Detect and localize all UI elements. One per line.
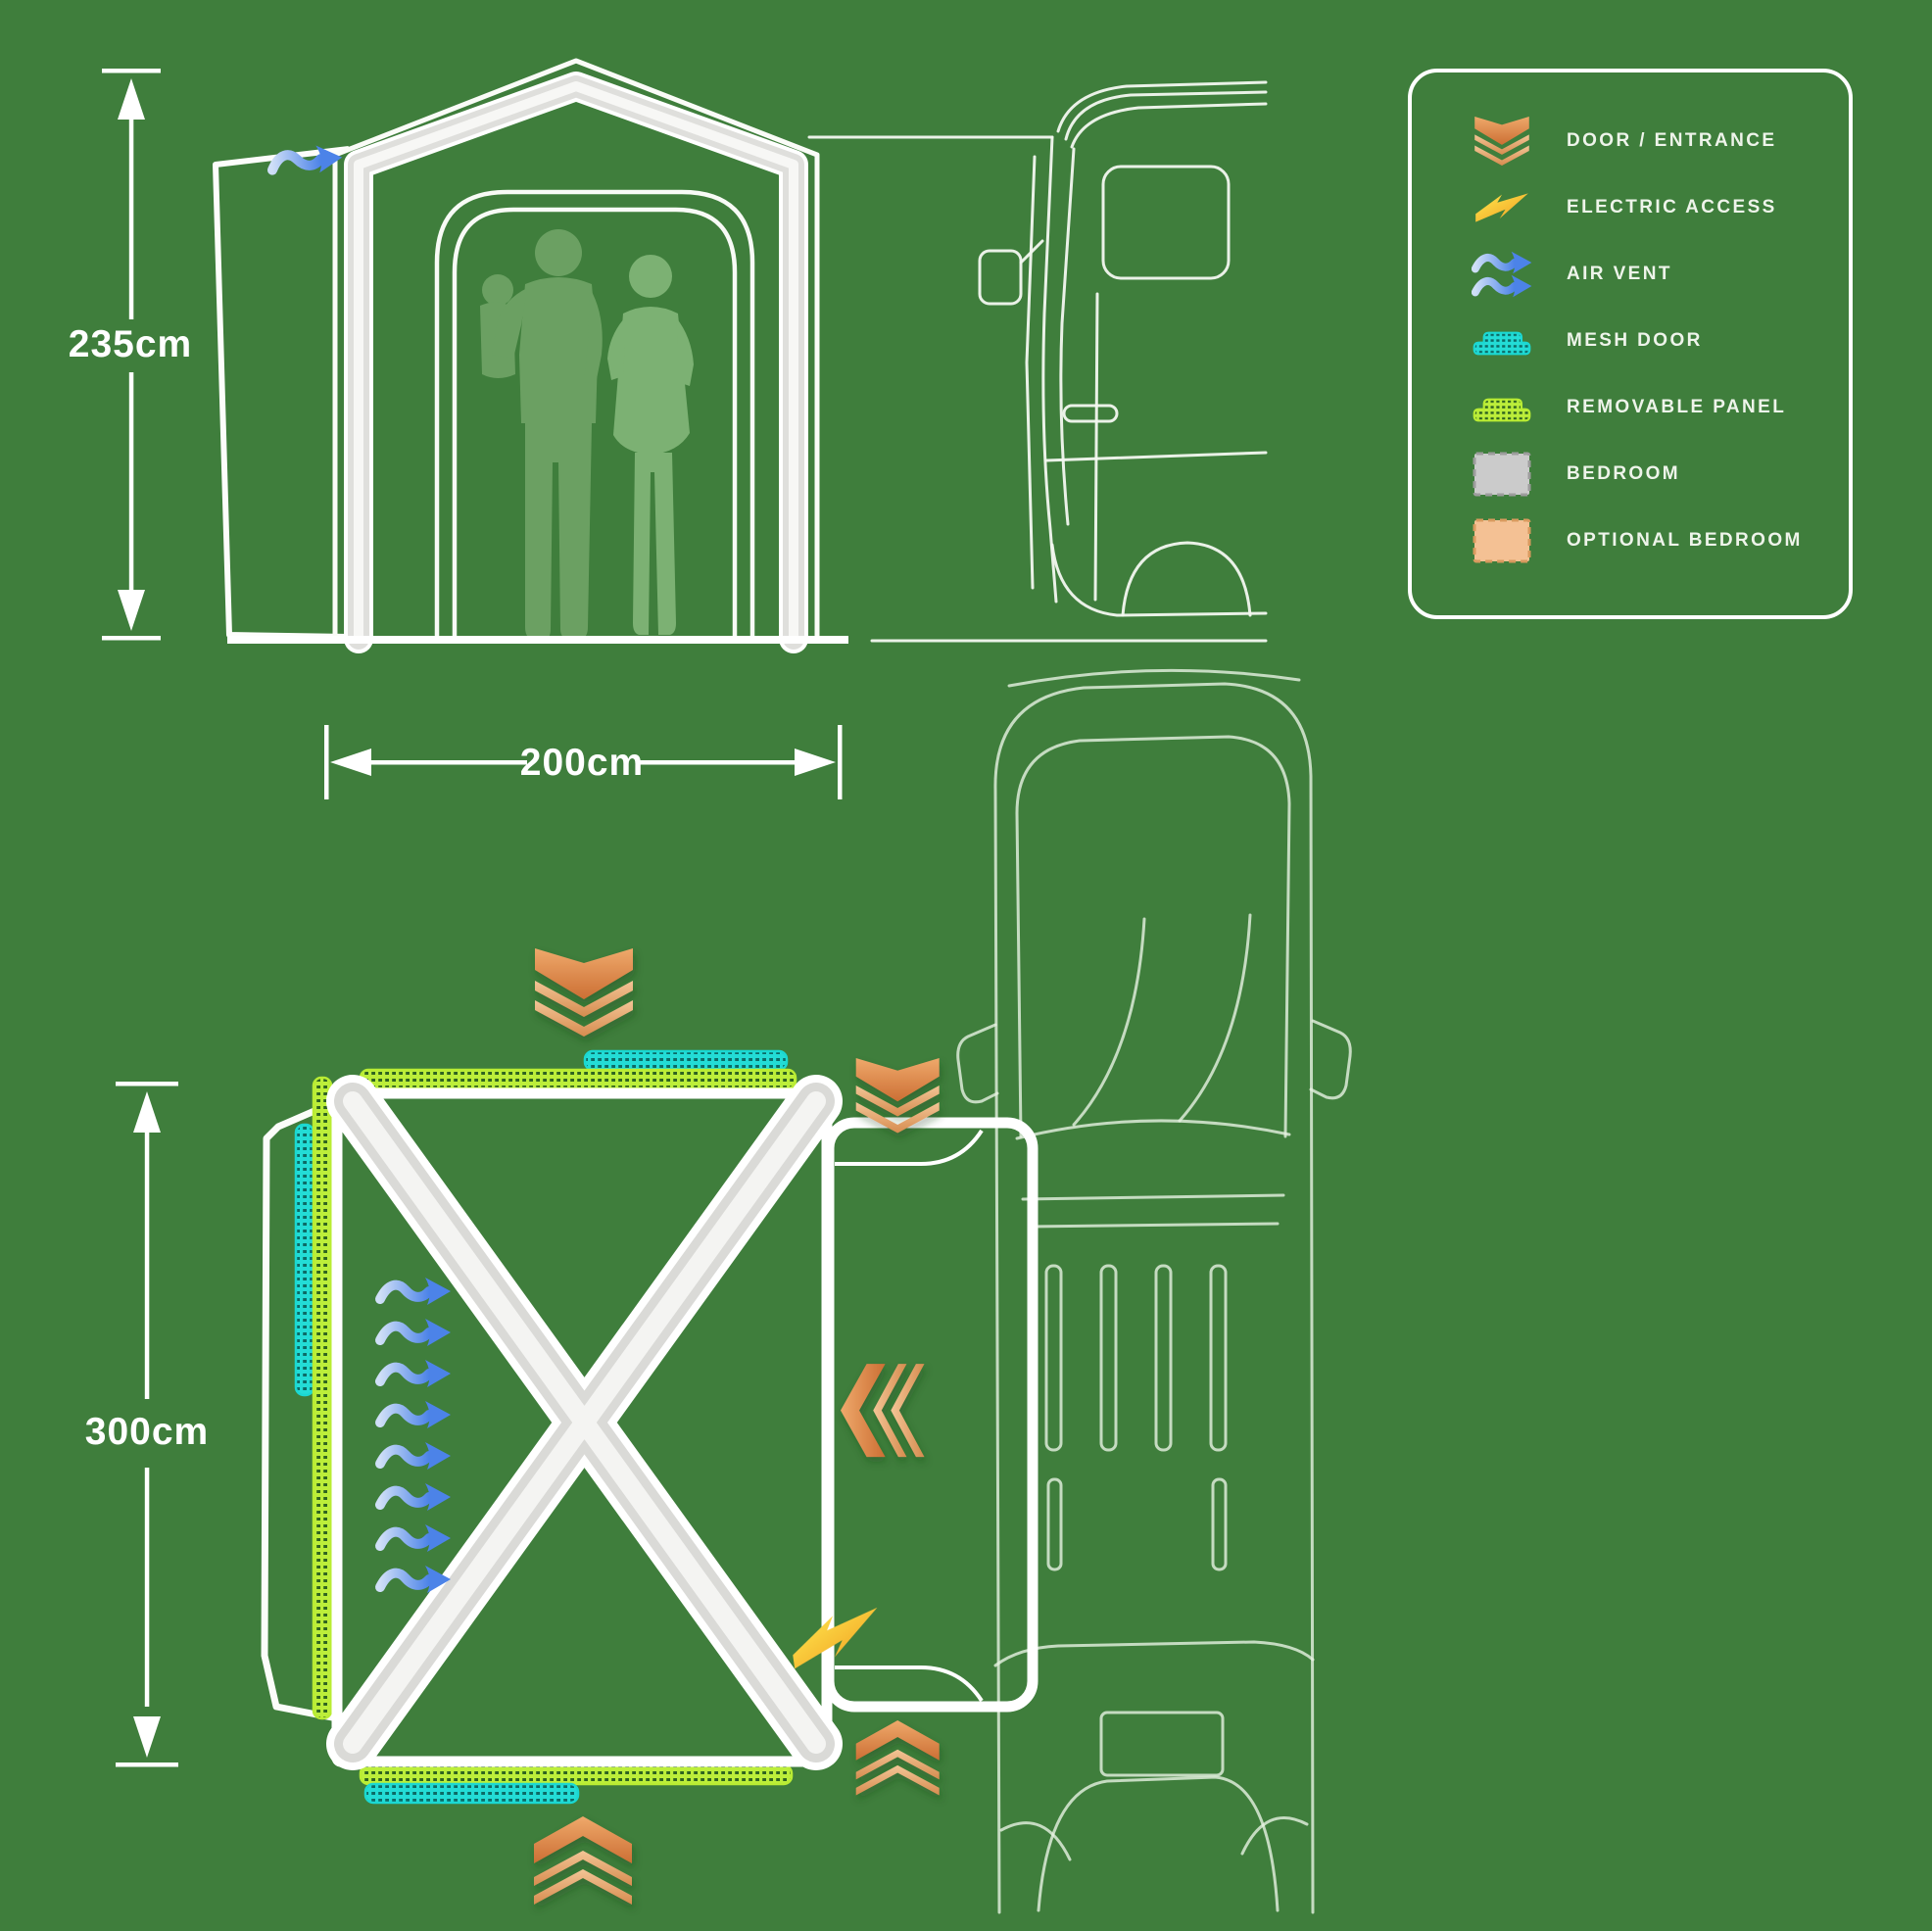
legend-panel: DOOR / ENTRANCE ELECTRIC ACCESS AIR VENT… [1408, 69, 1853, 619]
optional-bedroom-icon [1467, 517, 1537, 564]
elevation-frame-tube [344, 72, 808, 653]
elevation-view [102, 58, 1268, 799]
legend-label: REMOVABLE PANEL [1567, 397, 1787, 417]
depth-dimension-label: 300cm [84, 1411, 210, 1453]
removable-panel-strip-top [359, 1068, 797, 1090]
mesh-door-strip-left [294, 1123, 315, 1397]
legend-label: ELECTRIC ACCESS [1567, 197, 1777, 217]
legend-label: BEDROOM [1567, 463, 1681, 484]
door-entrance-chevron-rear [855, 1720, 940, 1796]
door-entrance-chevron-side [841, 1364, 925, 1458]
height-dimension [102, 69, 161, 641]
air-vent-icons [380, 1278, 451, 1593]
legend-row-air-vent: AIR VENT [1412, 241, 1849, 308]
plan-side-canopy [261, 1097, 339, 1722]
mesh-door-strip-top [583, 1049, 789, 1072]
crossed-poles [326, 1075, 843, 1770]
electric-access-icon [1467, 192, 1537, 223]
elevation-side-panel [213, 146, 350, 640]
mesh-door-icon [1467, 326, 1537, 356]
elevation-van-outline [807, 80, 1268, 643]
legend-row-removable-panel: REMOVABLE PANEL [1412, 374, 1849, 441]
depth-dimension [116, 1082, 178, 1767]
ground-line [227, 636, 848, 644]
elevation-awning-outline [332, 58, 820, 639]
legend-row-door-entrance: DOOR / ENTRANCE [1412, 108, 1849, 174]
legend-row-optional-bedroom: OPTIONAL BEDROOM [1412, 507, 1849, 574]
door-arch [434, 189, 755, 639]
width-dimension [324, 725, 843, 799]
removable-panel-icon [1467, 393, 1537, 422]
legend-row-electric-access: ELECTRIC ACCESS [1412, 174, 1849, 241]
plan-van-outline [956, 668, 1352, 1914]
legend-label: AIR VENT [1567, 264, 1672, 284]
legend-label: DOOR / ENTRANCE [1567, 130, 1777, 151]
legend-row-mesh-door: MESH DOOR [1412, 308, 1849, 374]
door-entrance-chevron-bottom [534, 1816, 632, 1905]
electric-access-icon [788, 1607, 885, 1669]
door-entrance-icon [1467, 117, 1537, 166]
plan-view [116, 668, 1352, 1914]
door-entrance-chevron-front [535, 948, 633, 1037]
air-vent-icon [1467, 247, 1537, 302]
connection-tunnel [823, 1117, 1038, 1713]
mesh-door-strip-bottom [363, 1782, 580, 1805]
bedroom-icon [1467, 451, 1537, 498]
width-dimension-label: 200cm [519, 742, 645, 784]
removable-panel-strip-bottom [359, 1763, 794, 1786]
legend-row-bedroom: BEDROOM [1412, 441, 1849, 507]
removable-panel-strip-left [312, 1076, 333, 1720]
family-silhouette [480, 229, 694, 639]
legend-label: OPTIONAL BEDROOM [1567, 530, 1803, 551]
height-dimension-label: 235cm [68, 323, 193, 365]
legend-label: MESH DOOR [1567, 330, 1703, 351]
